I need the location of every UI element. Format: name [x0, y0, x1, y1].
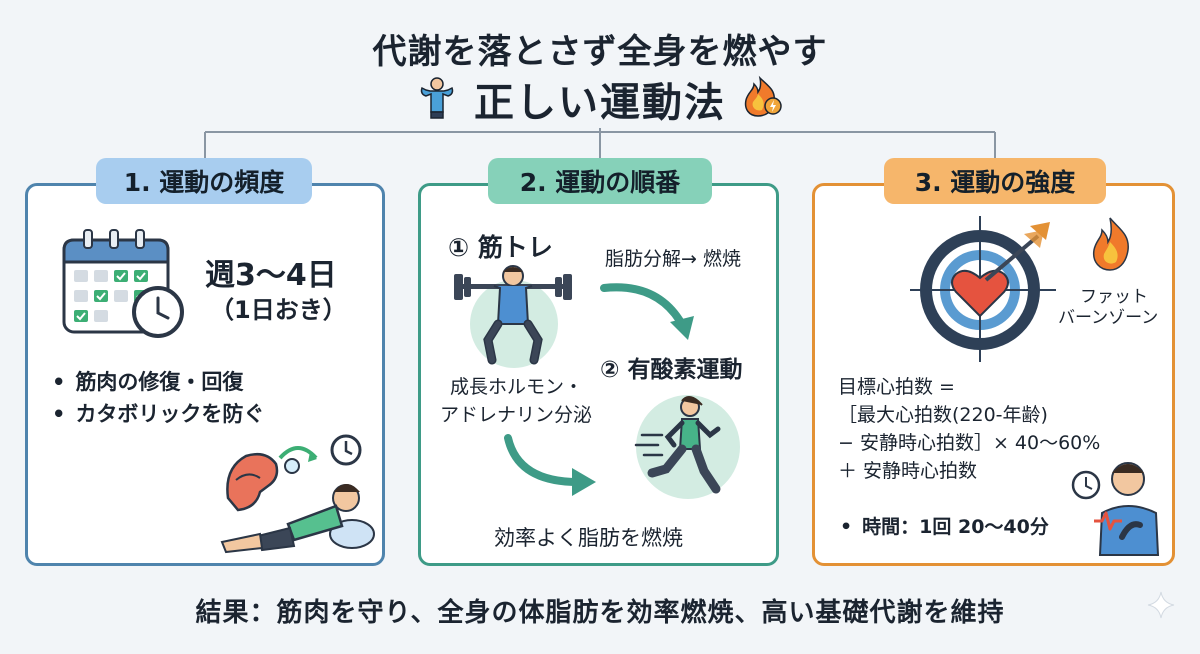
- order-footer: 効率よく脂肪を燃焼: [494, 526, 683, 550]
- arrow-to-cardio: [600, 283, 694, 340]
- result-text: 結果：筋肉を守り、全身の体脂肪を効率燃焼、高い基礎代謝を維持: [195, 598, 1005, 628]
- sleeping-muscle-icon: [218, 428, 378, 562]
- order-tab: 2. 運動の順番: [488, 158, 712, 204]
- runner-icon: [622, 385, 752, 509]
- flexing-person-icon: [414, 74, 460, 124]
- frequency-bullet-1: 筋肉の修復・回復: [52, 366, 243, 396]
- formula-line-1: 目標心拍数 =: [838, 376, 955, 398]
- formula-line-2: ［最大心拍数(220-年齢): [838, 404, 1048, 426]
- fire-lightning-icon: [740, 74, 786, 124]
- fat-burn-zone-line-2: バーンゾーン: [1058, 308, 1159, 328]
- time-bullet: 時間：1回 20〜40分: [840, 512, 1049, 539]
- hormone-line-2: アドレナリン分泌: [440, 404, 593, 426]
- order-card: [418, 183, 779, 566]
- step1-label: ① 筋トレ: [448, 233, 553, 262]
- target-heart-icon: [910, 212, 1060, 366]
- fat-burn-zone-line-1: ファット: [1080, 287, 1148, 307]
- title-line-1: 代謝を落とさず全身を燃やす: [372, 32, 828, 72]
- step2-label: ② 有酸素運動: [600, 357, 743, 383]
- title-row: 正しい運動法: [0, 70, 1200, 128]
- arrow-to-burn: [504, 434, 596, 496]
- frequency-tab: 1. 運動の頻度: [96, 158, 312, 204]
- barbell-squat-icon: [448, 262, 578, 376]
- fire-icon: [1088, 216, 1134, 276]
- frequency-value: 週3〜4日: [205, 258, 337, 293]
- hormone-line-1: 成長ホルモン・: [450, 376, 584, 398]
- step1-note: 脂肪分解→ 燃焼: [605, 248, 741, 270]
- intensity-tab: 3. 運動の強度: [884, 158, 1106, 204]
- heart-rate-person-icon: [1070, 455, 1166, 565]
- sparkle-icon: [1146, 590, 1176, 624]
- calendar-icon: [60, 228, 190, 352]
- frequency-bullet-2: カタボリックを防ぐ: [52, 398, 264, 428]
- formula-line-4: ＋ 安静時心拍数: [838, 460, 978, 482]
- tree-connector: [204, 128, 996, 160]
- title-line-2: 正しい運動法: [474, 80, 726, 126]
- formula-line-3: − 安静時心拍数］× 40〜60%: [838, 432, 1101, 454]
- frequency-subvalue: （1日おき）: [210, 296, 347, 324]
